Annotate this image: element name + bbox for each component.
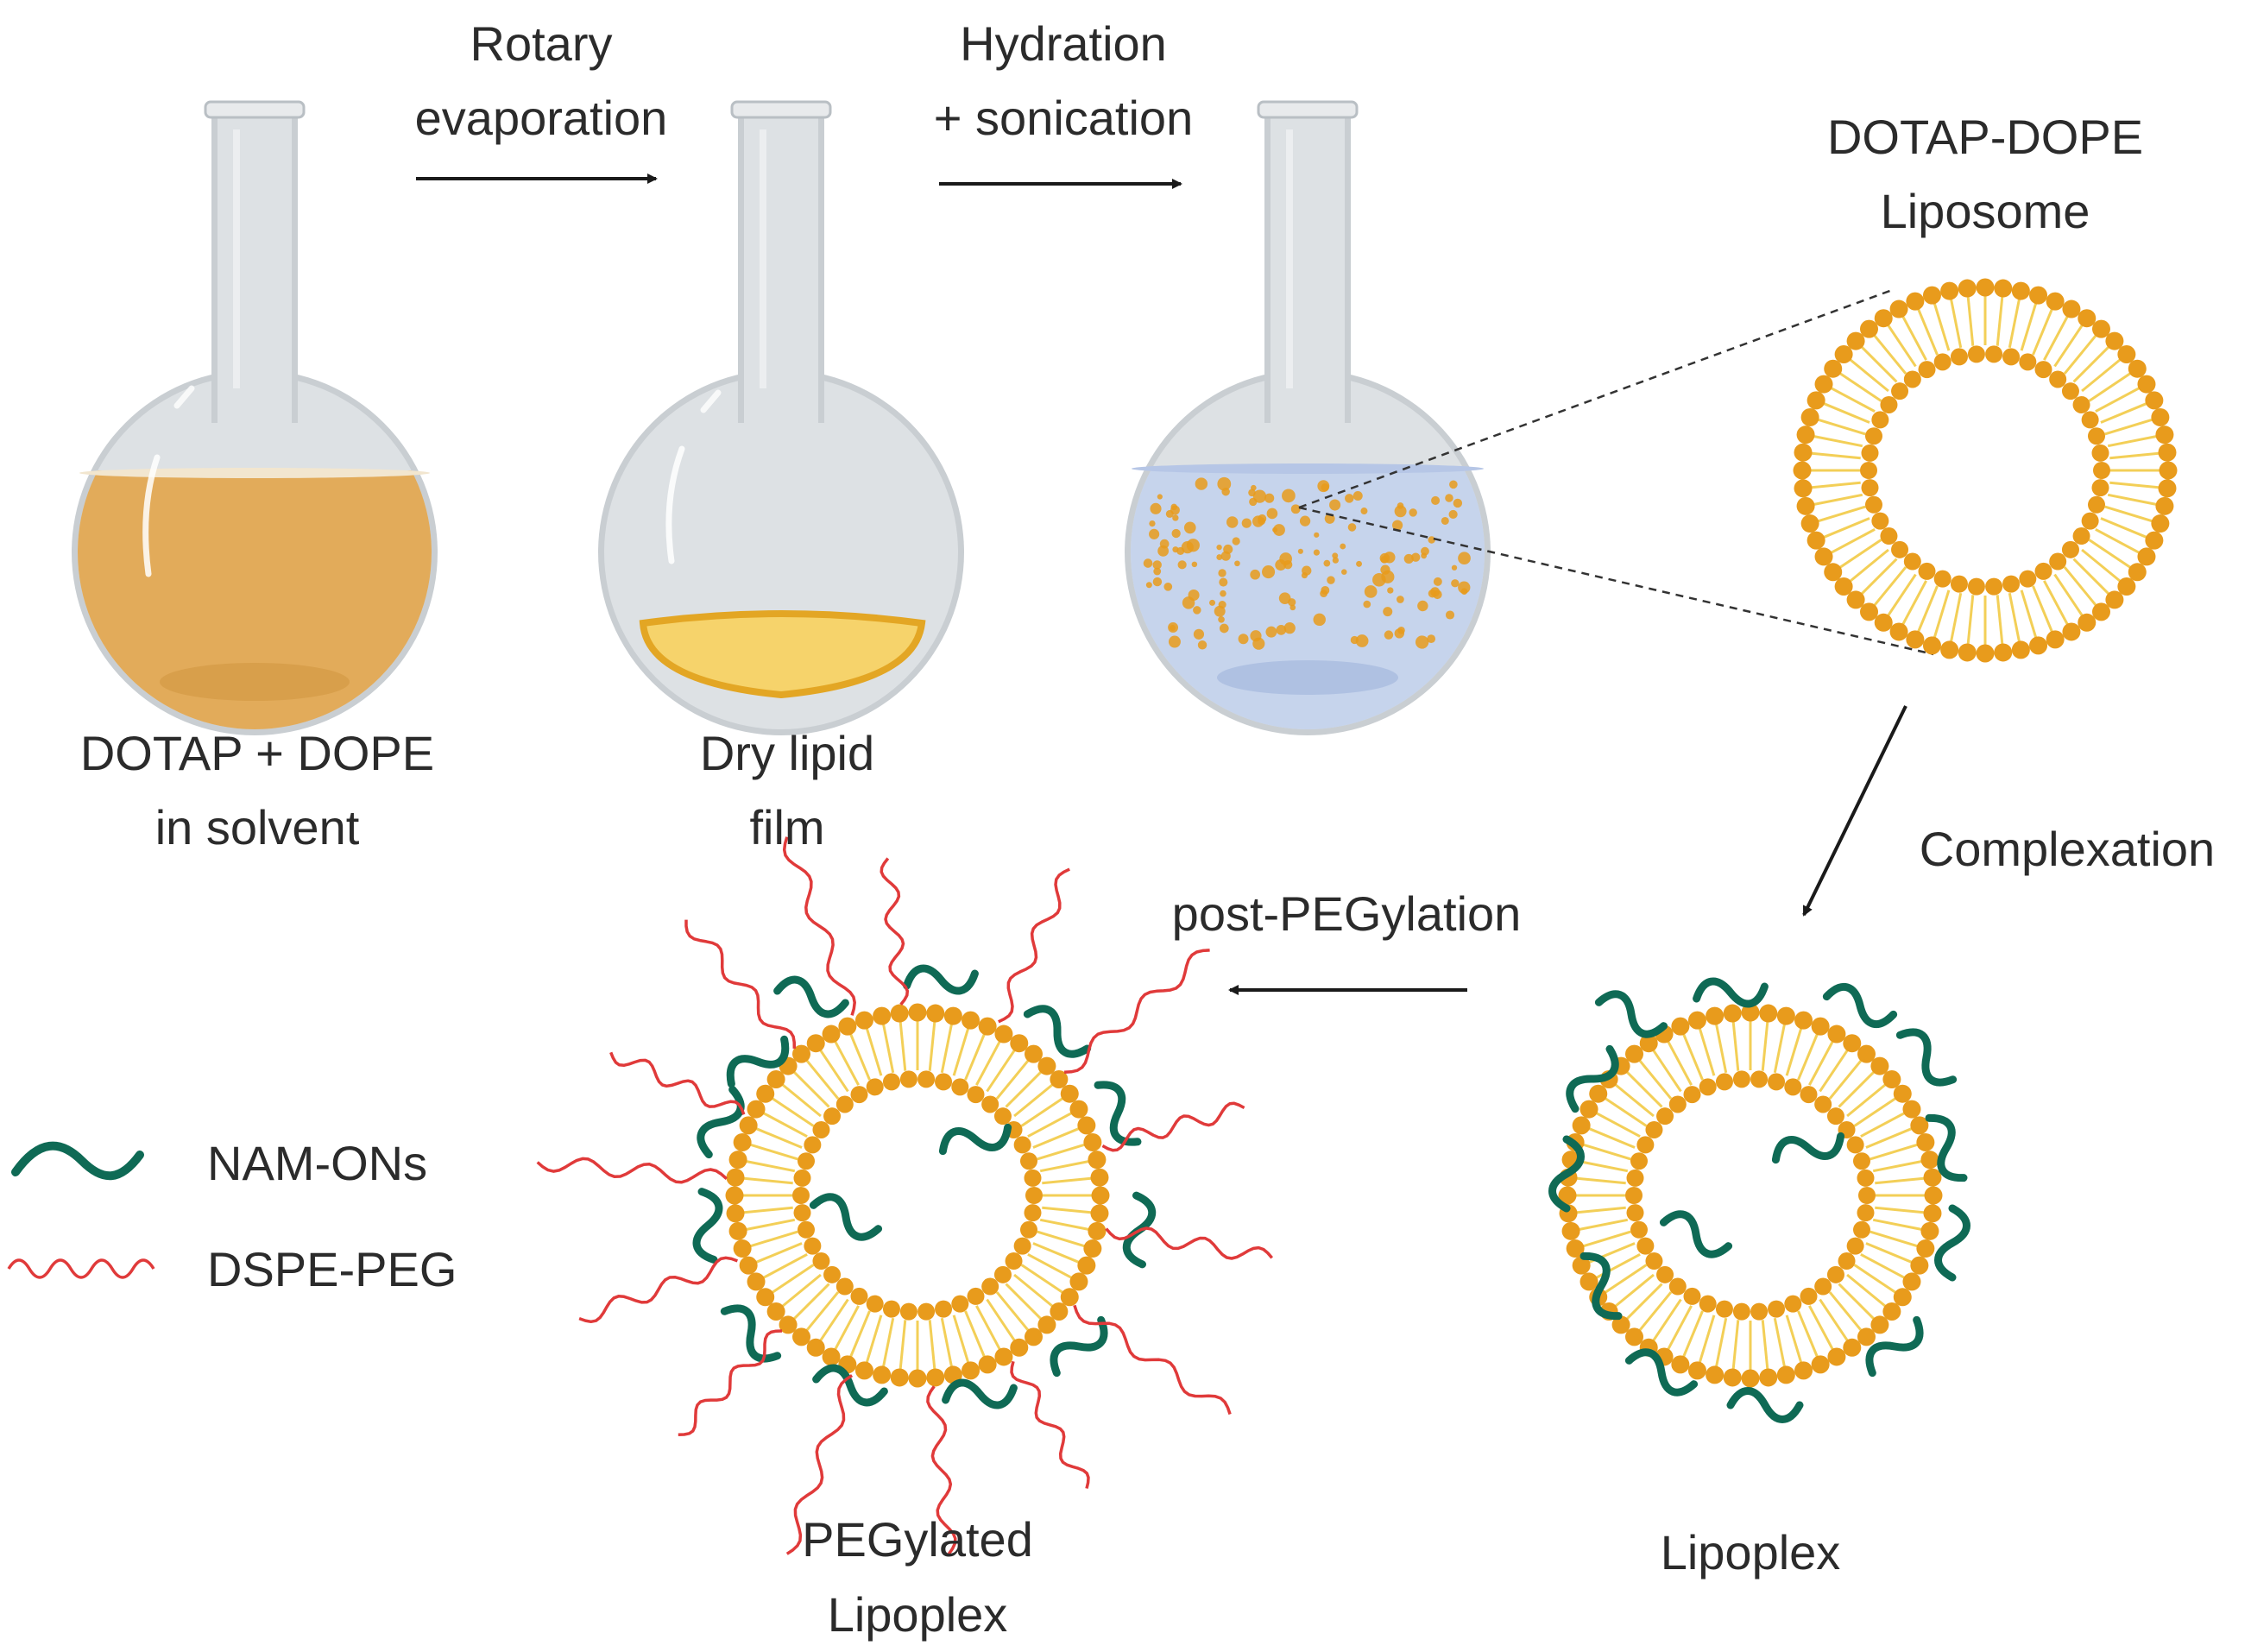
label-dotap-dope: DOTAP-DOPE — [1827, 110, 2143, 164]
lipid-tails — [1576, 1021, 1925, 1370]
pegylated-lipoplex-bilayer — [725, 1003, 1110, 1388]
zoom-line-bottom — [1298, 506, 1934, 656]
label-flask1-line2: in solvent — [155, 800, 360, 854]
solvent-liquid — [78, 470, 432, 729]
lipid-heads — [1558, 1003, 1943, 1388]
label-lipoplex: Lipoplex — [1661, 1525, 1841, 1579]
label-evaporation: evaporation — [415, 91, 668, 145]
flask-dry-film — [598, 100, 964, 735]
legend-nam-icon — [11, 1141, 144, 1181]
lipid-film — [639, 610, 926, 699]
legend-nam-label: NAM-ONs — [207, 1136, 427, 1190]
flask-hydrated — [1125, 100, 1491, 735]
nam-oligonucleotides — [692, 964, 1970, 1423]
lipid-tails — [1811, 296, 2160, 645]
dspe-peg-chains — [536, 836, 1274, 1555]
lipoplex-bilayer — [1558, 1003, 1943, 1388]
legend: NAM-ONs DSPE-PEG — [7, 1136, 457, 1296]
label-flask1-line1: DOTAP + DOPE — [80, 726, 434, 780]
liposome-particles — [1143, 476, 1471, 650]
label-pegylated: PEGylated — [802, 1512, 1033, 1567]
label-hydration: Hydration — [960, 16, 1167, 71]
flask-solvent — [72, 100, 438, 735]
label-rotary: Rotary — [470, 16, 613, 71]
label-complexation: Complexation — [1920, 822, 2215, 876]
lipid-heads — [1793, 278, 2178, 663]
liposome-bilayer — [1793, 278, 2178, 663]
label-sonication: + sonication — [934, 91, 1193, 145]
legend-dspe-label: DSPE-PEG — [207, 1242, 457, 1296]
label-flask2-line2: film — [749, 800, 824, 854]
arrow-complexation — [1802, 705, 1907, 917]
label-pegylated-lipoplex: Lipoplex — [828, 1587, 1008, 1642]
legend-peg-icon — [7, 1258, 155, 1279]
label-post-pegylation: post-PEGylation — [1172, 886, 1522, 941]
zoom-line-top — [1298, 287, 1895, 509]
lipid-tails — [743, 1021, 1092, 1370]
lipid-heads — [725, 1003, 1110, 1388]
label-flask2-line1: Dry lipid — [700, 726, 874, 780]
label-liposome: Liposome — [1881, 184, 2090, 238]
